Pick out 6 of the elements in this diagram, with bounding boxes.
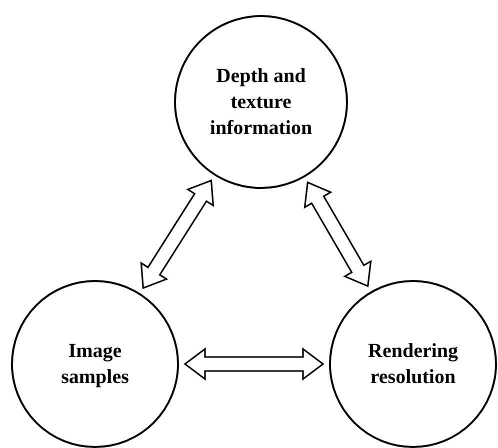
double-arrow: [184, 347, 324, 381]
node-label: Rendering resolution: [367, 339, 459, 390]
double-arrow: [304, 181, 372, 288]
node-label: Image samples: [60, 339, 130, 390]
node-label: Depth and texture information: [208, 64, 314, 141]
double-arrow: [140, 179, 214, 290]
